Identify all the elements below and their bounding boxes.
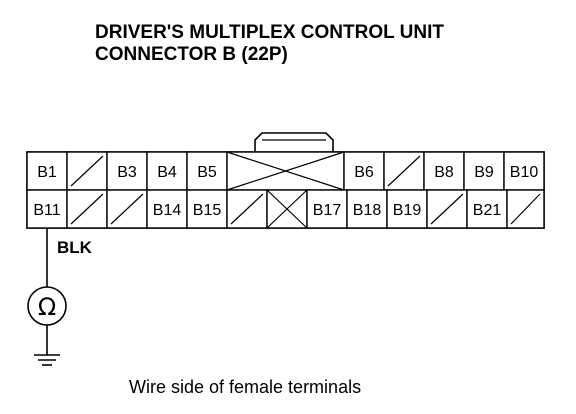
empty-cavity-mark <box>70 193 104 225</box>
terminal-cavity <box>306 189 348 229</box>
row-2-cell-13 <box>506 189 545 229</box>
row-1-cell-8 <box>383 151 425 191</box>
terminal-label: B19 <box>393 202 422 219</box>
terminal-label: B3 <box>117 164 137 181</box>
row-1-cell-10: B9 <box>463 151 505 191</box>
ground-icon <box>34 354 60 366</box>
terminal-label: B11 <box>33 202 60 219</box>
row-1-cell-7: B6 <box>343 151 385 191</box>
terminal-label: B17 <box>313 202 342 219</box>
title-line-1: DRIVER'S MULTIPLEX CONTROL UNIT <box>95 22 444 43</box>
terminal-label: B4 <box>157 164 177 181</box>
terminal-label: B1 <box>37 164 57 181</box>
row-1-cell-4: B4 <box>146 151 188 191</box>
terminal-label: B14 <box>153 202 182 219</box>
title-line-2: CONNECTOR B (22P) <box>95 44 288 65</box>
row-2-cell-7 <box>266 189 308 229</box>
terminal-label: B5 <box>197 164 217 181</box>
blocked-cavity-mark <box>266 189 308 229</box>
terminal-cavity <box>106 151 148 191</box>
ohm-symbol: Ω <box>38 293 56 321</box>
empty-cavity-mark <box>110 193 144 225</box>
wire-color-label: BLK <box>57 238 93 257</box>
row-2-cell-4: B14 <box>146 189 188 229</box>
terminal-cavity <box>386 189 428 229</box>
blocked-cavity-mark <box>226 151 345 191</box>
terminal-cavity <box>146 151 188 191</box>
terminal-label: B18 <box>353 202 382 219</box>
row-1-cell-6 <box>226 151 345 191</box>
terminal-label: B10 <box>510 164 539 181</box>
terminal-label: B8 <box>434 164 454 181</box>
row-1-cell-3: B3 <box>106 151 148 191</box>
terminal-label: B15 <box>193 202 222 219</box>
empty-cavity-mark <box>230 193 264 225</box>
terminal-label: B21 <box>473 202 502 219</box>
empty-cavity-mark <box>510 193 541 225</box>
row-2-cell-10: B19 <box>386 189 428 229</box>
terminal-cavity <box>466 189 508 229</box>
row-2-cell-5: B15 <box>186 189 228 229</box>
connector-lock-tab <box>254 132 334 152</box>
row-1-cell-5: B5 <box>186 151 228 191</box>
row-1-cell-9: B8 <box>423 151 465 191</box>
terminal-label: B6 <box>354 164 374 181</box>
empty-cavity-mark <box>387 155 421 187</box>
empty-cavity-mark <box>70 155 104 187</box>
terminal-cavity <box>26 151 68 191</box>
row-2-cell-12: B21 <box>466 189 508 229</box>
connector-row-2: B11 B14 B15 B17 B18 B19 B21 <box>26 189 545 229</box>
row-2-cell-2 <box>66 189 108 229</box>
row-1-cell-1: B1 <box>26 151 68 191</box>
row-2-cell-11 <box>426 189 468 229</box>
row-2-cell-1: B11 <box>26 189 68 229</box>
connector-row-1: B1 B3 B4 B5 B6 B8 B9 B10 <box>26 151 545 191</box>
terminal-label: B9 <box>474 164 494 181</box>
row-2-cell-9: B18 <box>346 189 388 229</box>
row-2-cell-6 <box>226 189 268 229</box>
row-1-cell-2 <box>66 151 108 191</box>
terminal-cavity <box>346 189 388 229</box>
row-2-cell-3 <box>106 189 148 229</box>
caption: Wire side of female terminals <box>129 377 361 397</box>
row-2-cell-8: B17 <box>306 189 348 229</box>
row-1-cell-11: B10 <box>503 151 545 191</box>
empty-cavity-mark <box>430 193 464 225</box>
